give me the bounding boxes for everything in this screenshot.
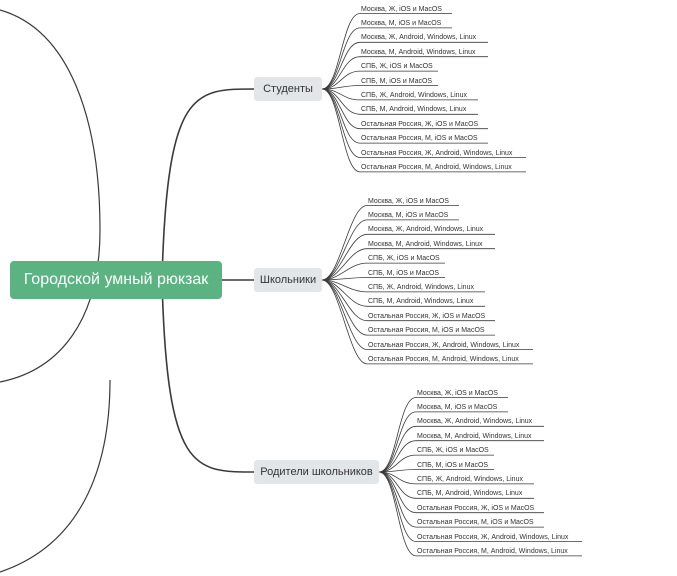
- leaf-topic[interactable]: СПБ, М, iOS и MacOS: [368, 269, 440, 277]
- leaf-topic[interactable]: Остальная Россия, Ж, Android, Windows, L…: [368, 341, 520, 349]
- leaf-topic[interactable]: Москва, Ж, iOS и MacOS: [417, 389, 498, 397]
- leaf-topic[interactable]: Москва, М, Android, Windows, Linux: [361, 48, 476, 56]
- leaf-topic[interactable]: Москва, Ж, Android, Windows, Linux: [368, 226, 484, 234]
- leaf-topic[interactable]: СПБ, М, Android, Windows, Linux: [368, 298, 474, 306]
- leaf-topic[interactable]: СПБ, Ж, Android, Windows, Linux: [368, 283, 474, 291]
- leaf-topic[interactable]: Остальная Россия, М, iOS и MacOS: [368, 327, 485, 335]
- root-topic[interactable]: Городской умный рюкзак: [10, 261, 222, 299]
- leaf-topic[interactable]: СПБ, Ж, Android, Windows, Linux: [361, 91, 467, 99]
- leaf-topic[interactable]: Москва, Ж, iOS и MacOS: [368, 197, 449, 205]
- leaf-topic[interactable]: Москва, М, iOS и MacOS: [417, 403, 498, 411]
- leaf-topic[interactable]: СПБ, М, iOS и MacOS: [417, 461, 489, 469]
- leaf-topic[interactable]: Остальная Россия, Ж, iOS и MacOS: [417, 504, 535, 512]
- leaf-topic[interactable]: Москва, М, iOS и MacOS: [368, 211, 449, 219]
- leaf-topic[interactable]: СПБ, Ж, Android, Windows, Linux: [417, 475, 523, 483]
- leaf-topic[interactable]: Москва, Ж, Android, Windows, Linux: [361, 34, 477, 42]
- leaf-topic[interactable]: Остальная Россия, Ж, iOS и MacOS: [368, 312, 486, 320]
- leaf-topic[interactable]: Москва, Ж, Android, Windows, Linux: [417, 418, 533, 426]
- leaf-topic[interactable]: СПБ, Ж, iOS и MacOS: [368, 255, 440, 263]
- leaf-topic[interactable]: СПБ, М, Android, Windows, Linux: [417, 490, 523, 498]
- leaf-topic[interactable]: Остальная Россия, М, Android, Windows, L…: [417, 547, 568, 555]
- branch-topic-parents[interactable]: Родители школьников: [254, 460, 379, 484]
- leaf-topic[interactable]: Остальная Россия, М, iOS и MacOS: [417, 519, 534, 527]
- leaf-topic[interactable]: Москва, М, Android, Windows, Linux: [368, 240, 483, 248]
- leaf-topic[interactable]: Остальная Россия, Ж, Android, Windows, L…: [417, 533, 569, 541]
- leaf-topic[interactable]: Москва, М, iOS и MacOS: [361, 19, 442, 27]
- leaf-topic[interactable]: СПБ, Ж, iOS и MacOS: [361, 63, 433, 71]
- branch-topic-schoolchildren[interactable]: Школьники: [254, 268, 322, 292]
- leaf-topic[interactable]: Москва, М, Android, Windows, Linux: [417, 432, 532, 440]
- leaf-topic[interactable]: СПБ, М, Android, Windows, Linux: [361, 106, 467, 114]
- leaf-topic[interactable]: Остальная Россия, Ж, iOS и MacOS: [361, 120, 479, 128]
- leaf-topic[interactable]: Остальная Россия, М, Android, Windows, L…: [361, 163, 512, 171]
- leaf-topic[interactable]: Остальная Россия, М, iOS и MacOS: [361, 135, 478, 143]
- leaf-topic[interactable]: Остальная Россия, Ж, Android, Windows, L…: [361, 149, 513, 157]
- branch-topic-students[interactable]: Студенты: [254, 77, 322, 101]
- leaf-topic[interactable]: СПБ, Ж, iOS и MacOS: [417, 447, 489, 455]
- leaf-topic[interactable]: Остальная Россия, М, Android, Windows, L…: [368, 355, 519, 363]
- leaf-topic[interactable]: СПБ, М, iOS и MacOS: [361, 77, 433, 85]
- leaf-topic[interactable]: Москва, Ж, iOS и MacOS: [361, 5, 442, 13]
